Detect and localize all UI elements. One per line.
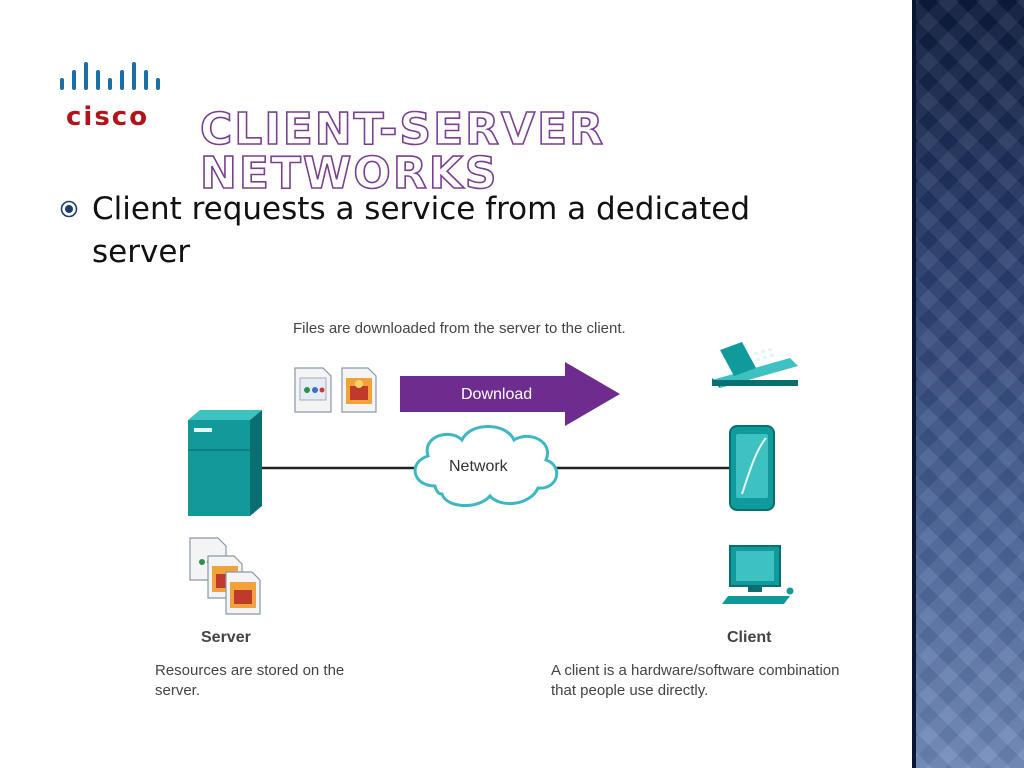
client-description: A client is a hardware/software combinat…: [551, 662, 840, 699]
client-server-diagram: Files are downloaded from the server to …: [150, 310, 850, 720]
network-cloud-icon: [413, 425, 559, 508]
decorative-sidebar: [912, 0, 1024, 768]
slide-title: Client-Server Networks: [199, 104, 606, 199]
ip-phone-icon: [712, 342, 798, 388]
bullet-text: Client requests a service from a dedicat…: [92, 191, 751, 270]
server-label: Server: [201, 629, 251, 646]
diagram-caption: Files are downloaded from the server to …: [293, 320, 626, 337]
download-arrow: [400, 362, 620, 426]
cisco-logo: cisco: [52, 58, 182, 132]
cisco-wordmark: cisco: [66, 102, 150, 132]
server-files-icon: [189, 537, 261, 615]
client-label: Client: [727, 629, 772, 646]
image-file-icon: [341, 367, 377, 413]
radio-bullet-icon: [60, 200, 78, 218]
server-description: Resources are stored on the server.: [155, 662, 345, 699]
network-cloud-label: Network: [449, 458, 508, 475]
document-icon: [294, 367, 332, 413]
diagram-graphics: [188, 342, 798, 615]
tablet-icon: [729, 425, 775, 511]
cisco-bars-icon: [60, 62, 160, 90]
server-icon: [188, 410, 262, 516]
desktop-computer-icon: [722, 545, 794, 604]
download-arrow-label: Download: [461, 386, 533, 403]
sidebar-edge: [912, 0, 916, 768]
slide: cisco Client-Server Networks Client requ…: [52, 58, 850, 720]
